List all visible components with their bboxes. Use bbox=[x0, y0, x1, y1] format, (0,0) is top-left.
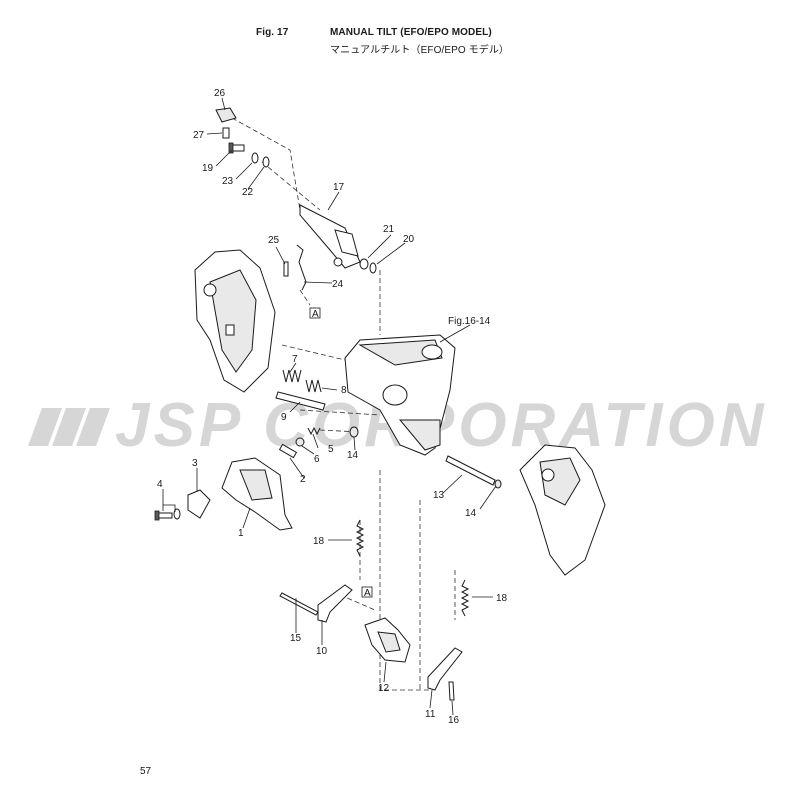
callout-15: 15 bbox=[290, 633, 302, 644]
part-24-lever-spring[interactable] bbox=[296, 244, 307, 291]
callout-1: 1 bbox=[238, 528, 244, 539]
part-14-clip-lower[interactable] bbox=[494, 479, 502, 489]
callout-20: 20 bbox=[403, 234, 415, 245]
part-19-bolt[interactable] bbox=[228, 142, 245, 154]
callout-24: 24 bbox=[332, 279, 344, 290]
svg-text:A: A bbox=[364, 588, 371, 599]
part-5-spring[interactable] bbox=[307, 426, 321, 436]
page-number: 57 bbox=[140, 766, 152, 777]
callout-8: 8 bbox=[341, 385, 347, 396]
part-23-washer[interactable] bbox=[251, 152, 259, 164]
callout-22: 22 bbox=[242, 187, 254, 198]
svg-text:A: A bbox=[312, 309, 319, 320]
callout-14-lower: 14 bbox=[465, 508, 477, 519]
part-14-clip-upper[interactable] bbox=[349, 426, 359, 438]
left-clamp-bracket[interactable] bbox=[194, 249, 276, 393]
swivel-housing[interactable] bbox=[344, 334, 456, 456]
part-12-bracket[interactable] bbox=[364, 617, 411, 663]
part-27-pin[interactable] bbox=[222, 127, 230, 139]
callout-4: 4 bbox=[157, 479, 163, 490]
callout-14-upper: 14 bbox=[347, 450, 359, 461]
callout-7: 7 bbox=[292, 354, 298, 365]
part-13-shaft[interactable] bbox=[445, 455, 496, 486]
part-2-pin[interactable] bbox=[278, 443, 298, 459]
part-10-lever[interactable] bbox=[317, 584, 353, 623]
callout-3: 3 bbox=[192, 458, 198, 469]
diagram-subtitle: マニュアルチルト（EFO/EPO モデル） bbox=[330, 45, 510, 56]
callout-9: 9 bbox=[281, 412, 287, 423]
callout-12: 12 bbox=[378, 683, 390, 694]
part-15-pin[interactable] bbox=[279, 592, 319, 616]
callout-19: 19 bbox=[202, 163, 214, 174]
part-21-collar[interactable] bbox=[359, 258, 369, 270]
callout-18-left: 18 bbox=[313, 536, 325, 547]
ref-fig-16-14: Fig.16-14 bbox=[448, 316, 491, 327]
ref-a-lower: A bbox=[361, 586, 373, 599]
callout-25: 25 bbox=[268, 235, 280, 246]
callout-labels: 1 2 3 4 5 6 7 8 9 10 11 12 13 14 14 15 1… bbox=[157, 88, 508, 726]
callout-26: 26 bbox=[214, 88, 226, 99]
part-20-washer[interactable] bbox=[369, 262, 377, 274]
part-7-spring[interactable] bbox=[282, 369, 302, 383]
part-6-collar[interactable] bbox=[295, 437, 305, 447]
part-18-spring-left[interactable] bbox=[355, 519, 365, 557]
part-18-spring-right[interactable] bbox=[460, 579, 470, 617]
figure-label: Fig. 17 bbox=[256, 27, 289, 38]
right-clamp-bracket[interactable] bbox=[519, 444, 606, 576]
part-16-split-pin[interactable] bbox=[448, 681, 455, 701]
callout-2: 2 bbox=[300, 474, 306, 485]
callout-16: 16 bbox=[448, 715, 460, 726]
ref-a-upper: A bbox=[309, 307, 321, 320]
callout-5: 5 bbox=[328, 444, 334, 455]
part-3-plate[interactable] bbox=[187, 489, 211, 519]
part-26-knob[interactable] bbox=[215, 107, 237, 123]
part-22-washer[interactable] bbox=[262, 156, 270, 168]
callout-23: 23 bbox=[222, 176, 234, 187]
callout-10: 10 bbox=[316, 646, 328, 657]
part-11-lever[interactable] bbox=[427, 647, 463, 691]
watermark-logo-icon bbox=[28, 408, 110, 446]
leader-lines bbox=[162, 97, 497, 716]
part-25-pin[interactable] bbox=[283, 261, 289, 277]
callout-13: 13 bbox=[433, 490, 445, 501]
part-1-tilt-lever[interactable] bbox=[221, 457, 293, 531]
callout-17: 17 bbox=[333, 182, 345, 193]
callout-27: 27 bbox=[193, 130, 205, 141]
callout-18-right: 18 bbox=[496, 593, 508, 604]
part-17-bracket[interactable] bbox=[299, 204, 361, 269]
callout-11: 11 bbox=[425, 709, 436, 720]
part-8-spring[interactable] bbox=[305, 379, 322, 393]
part-4-bolt[interactable] bbox=[154, 508, 181, 521]
callout-21: 21 bbox=[383, 224, 395, 235]
diagram-title: MANUAL TILT (EFO/EPO MODEL) bbox=[330, 27, 492, 38]
callout-6: 6 bbox=[314, 454, 320, 465]
part-9-rod[interactable] bbox=[275, 391, 326, 411]
